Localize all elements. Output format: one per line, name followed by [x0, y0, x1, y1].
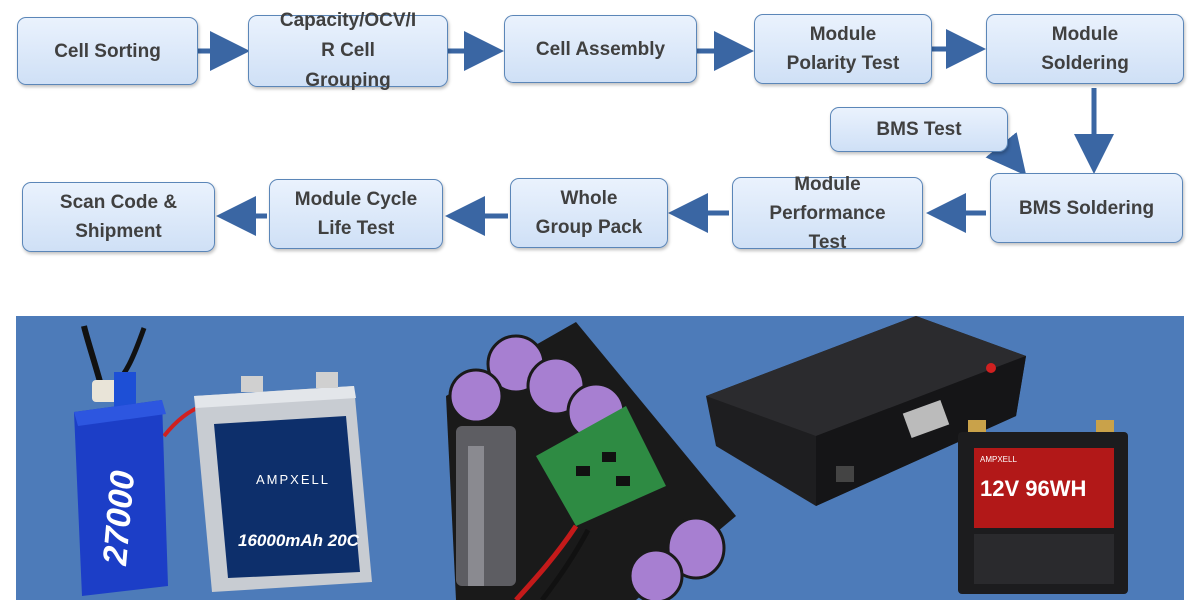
- lipo-capacity-text: 27000: [96, 469, 142, 568]
- arrow-bmstest-to-bms: [985, 132, 1027, 176]
- step-label: Module Polarity Test: [786, 24, 900, 74]
- step-label: Capacity/OCV/I R Cell Grouping: [279, 10, 417, 91]
- step-module-performance-test: Module Performance Test: [732, 174, 923, 253]
- step-label: Module Performance Test: [769, 173, 886, 253]
- battery-products-illustration: 27000 AMPXELL 16000mAh 20C: [74, 316, 1128, 600]
- process-flow-diagram: Cell Sorting Capacity/OCV/I R Cell Group…: [0, 0, 1200, 300]
- step-label: Cell Sorting: [54, 40, 161, 62]
- step-whole-group-pack: Whole Group Pack: [510, 178, 668, 248]
- battery-products-photo: 27000 AMPXELL 16000mAh 20C: [16, 316, 1184, 600]
- step-label: Whole Group Pack: [535, 188, 643, 238]
- cylindrical-cell-module: [446, 322, 736, 600]
- step-label: Cell Assembly: [535, 38, 666, 60]
- step-bms-test: BMS Test: [830, 107, 1008, 152]
- flow-arrows: [198, 29, 1114, 236]
- step-label: Module Cycle Life Test: [294, 189, 418, 239]
- motorcycle-battery: AMPXELL 12V 96WH: [958, 420, 1128, 594]
- cell-spec-text: 16000mAh 20C: [238, 531, 360, 550]
- step-module-polarity-test: Module Polarity Test: [754, 14, 932, 84]
- lipo-battery-pack: 27000: [74, 325, 203, 596]
- moto-spec-text: 12V 96WH: [980, 476, 1086, 501]
- step-label: Scan Code & Shipment: [59, 192, 178, 242]
- step-bms-soldering: BMS Soldering: [990, 173, 1183, 243]
- black-box-battery: [706, 316, 1026, 506]
- step-cell-sorting: Cell Sorting: [17, 17, 198, 85]
- moto-brand-text: AMPXELL: [980, 455, 1017, 464]
- silver-cell-pack: AMPXELL 16000mAh 20C: [194, 372, 372, 592]
- step-scan-code-shipment: Scan Code & Shipment: [22, 182, 215, 252]
- step-module-cycle-life-test: Module Cycle Life Test: [269, 179, 443, 249]
- step-cell-assembly: Cell Assembly: [504, 15, 697, 83]
- step-module-soldering: Module Soldering: [986, 14, 1184, 84]
- step-label: Module Soldering: [1041, 24, 1129, 74]
- step-label: BMS Test: [876, 119, 962, 140]
- cell-brand-text: AMPXELL: [256, 472, 330, 487]
- step-label: BMS Soldering: [1018, 197, 1155, 219]
- step-capacity-grouping: Capacity/OCV/I R Cell Grouping: [248, 10, 448, 91]
